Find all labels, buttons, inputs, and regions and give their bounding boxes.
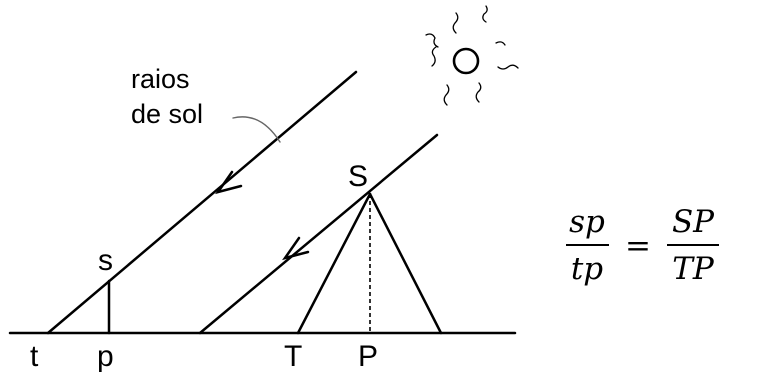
sun-ray-2 <box>198 133 439 335</box>
formula-right-numerator: SP <box>672 204 715 240</box>
proportion-formula: sp tp = SP TP <box>566 204 719 287</box>
formula-left-numerator: sp <box>569 204 605 240</box>
label-p: p <box>97 340 114 373</box>
annotation-pointer <box>232 116 281 143</box>
sun-ray-1 <box>46 70 358 335</box>
label-big-S: S <box>348 160 368 193</box>
sun-icon <box>425 5 519 106</box>
label-P: P <box>358 340 378 373</box>
formula-equals: = <box>625 228 651 264</box>
pyramid-right-side <box>368 192 443 335</box>
annotation-line-1: raios <box>131 64 190 94</box>
annotation-line-2: de sol <box>131 99 203 129</box>
ray-1-arrowhead <box>215 170 243 195</box>
formula-right-denominator: TP <box>672 251 715 287</box>
label-small-s: s <box>98 244 113 277</box>
ray-2-arrowhead <box>282 236 310 261</box>
label-T: T <box>284 340 302 373</box>
formula-left-denominator: tp <box>571 251 603 287</box>
label-t: t <box>30 340 39 373</box>
pyramid-left-side <box>296 192 372 335</box>
